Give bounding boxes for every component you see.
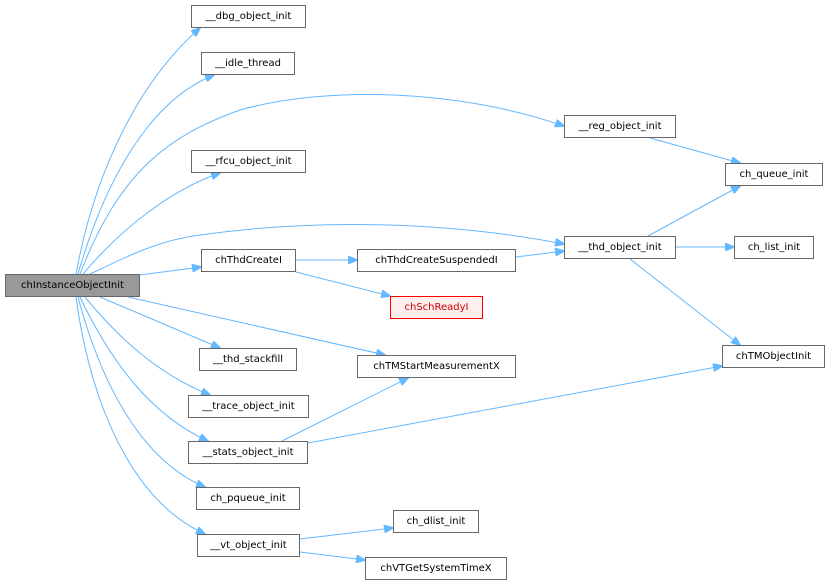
node-stats-object-init[interactable]: __stats_object_init xyxy=(188,441,308,464)
edge-thdobj-tmobj xyxy=(629,258,740,345)
node-dbg-object-init[interactable]: __dbg_object_init xyxy=(191,5,306,28)
edge-thdobj-queue xyxy=(647,186,740,237)
node-thd-object-init[interactable]: __thd_object_init xyxy=(564,236,676,259)
node-chThdCreateSuspendedI[interactable]: chThdCreateSuspendedI xyxy=(357,249,516,272)
edge-root-vt xyxy=(75,296,205,534)
node-ch-list-init[interactable]: ch_list_init xyxy=(734,236,814,259)
edge-stats-tmstart xyxy=(281,378,408,442)
node-idle-thread[interactable]: __idle_thread xyxy=(201,52,295,75)
node-ch-dlist-init[interactable]: ch_dlist_init xyxy=(393,510,479,533)
node-ch-pqueue-init[interactable]: ch_pqueue_init xyxy=(196,487,300,510)
edge-vt-systime xyxy=(299,551,365,560)
node-chInstanceObjectInit[interactable]: chInstanceObjectInit xyxy=(5,274,140,297)
edge-root-stats xyxy=(79,296,208,441)
node-reg-object-init[interactable]: __reg_object_init xyxy=(564,115,676,138)
edge-root-thdobj xyxy=(89,223,564,275)
node-trace-object-init[interactable]: __trace_object_init xyxy=(188,395,309,418)
edge-thdsusp-thdobj xyxy=(515,251,564,258)
node-rfcu-object-init[interactable]: __rfcu_object_init xyxy=(191,150,306,173)
node-chTMObjectInit[interactable]: chTMObjectInit xyxy=(722,345,825,368)
node-chSchReadyI[interactable]: chSchReadyI xyxy=(390,296,483,319)
node-thd-stackfill[interactable]: __thd_stackfill xyxy=(199,348,297,371)
edge-vt-dlist xyxy=(299,528,393,540)
node-chVTGetSystemTimeX[interactable]: chVTGetSystemTimeX xyxy=(365,557,507,580)
edge-root-reg xyxy=(79,93,564,275)
node-chTMStartMeasurementX[interactable]: chTMStartMeasurementX xyxy=(357,355,516,378)
node-chThdCreateI[interactable]: chThdCreateI xyxy=(201,249,296,272)
edge-root-pqueue xyxy=(77,296,205,487)
edge-root-thdcreate xyxy=(139,267,201,276)
edge-root-stackfill xyxy=(99,296,220,348)
edge-root-idle xyxy=(77,75,214,275)
edge-stats-tmobj xyxy=(307,366,722,444)
edge-root-tmstart xyxy=(127,296,385,355)
edge-root-rfcu xyxy=(82,173,220,275)
edge-reg-queue xyxy=(649,137,740,163)
node-vt-object-init[interactable]: __vt_object_init xyxy=(197,534,300,557)
node-ch-queue-init[interactable]: ch_queue_init xyxy=(725,163,823,186)
edge-root-dbg xyxy=(75,28,200,275)
edge-thdcreate-ready xyxy=(295,271,390,296)
edge-root-trace xyxy=(84,296,210,395)
